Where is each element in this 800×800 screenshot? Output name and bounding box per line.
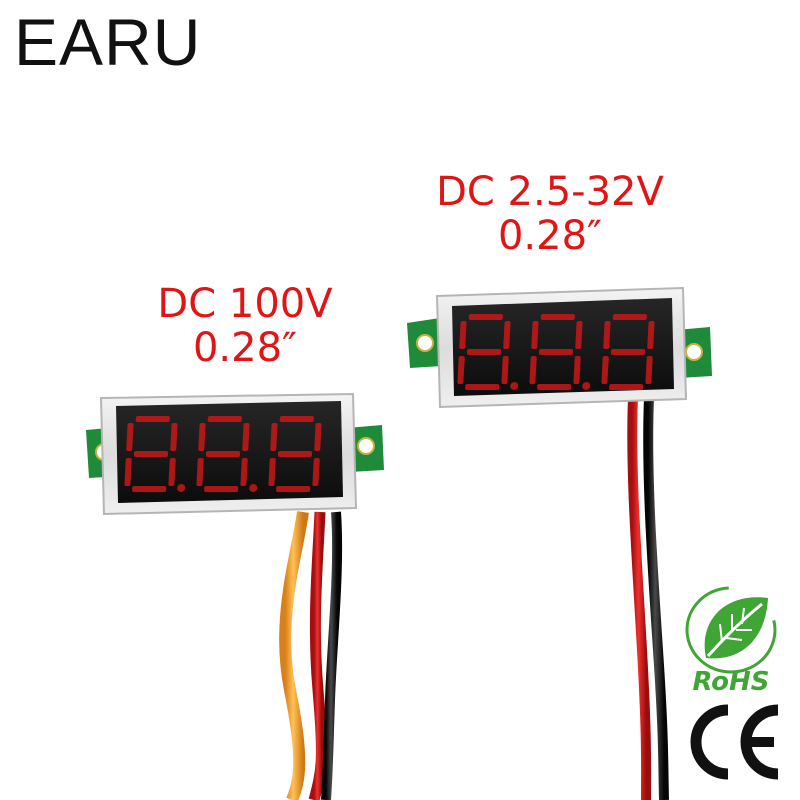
voltmeter-right-wires <box>627 397 669 800</box>
voltmeter-left-range: DC 100V <box>157 281 333 327</box>
voltmeter-left-digits <box>124 416 322 492</box>
voltmeter-right-digits <box>457 314 655 390</box>
voltmeter-left <box>86 392 384 800</box>
rohs-leaf-icon: RoHS <box>685 586 777 695</box>
brand-logo: EARU <box>14 5 202 79</box>
ce-mark-icon <box>690 704 779 780</box>
voltmeter-right-size: 0.28″ <box>497 213 602 259</box>
voltmeter-right-label: DC 2.5-32V 0.28″ <box>380 170 720 258</box>
rohs-label: RoHS <box>692 667 769 695</box>
voltmeter-left-wires <box>279 511 343 800</box>
voltmeter-left-label: DC 100V 0.28″ <box>95 282 395 370</box>
voltmeter-left-size: 0.28″ <box>192 325 297 371</box>
voltmeter-right-range: DC 2.5-32V <box>436 169 664 215</box>
voltmeter-right <box>407 286 712 800</box>
